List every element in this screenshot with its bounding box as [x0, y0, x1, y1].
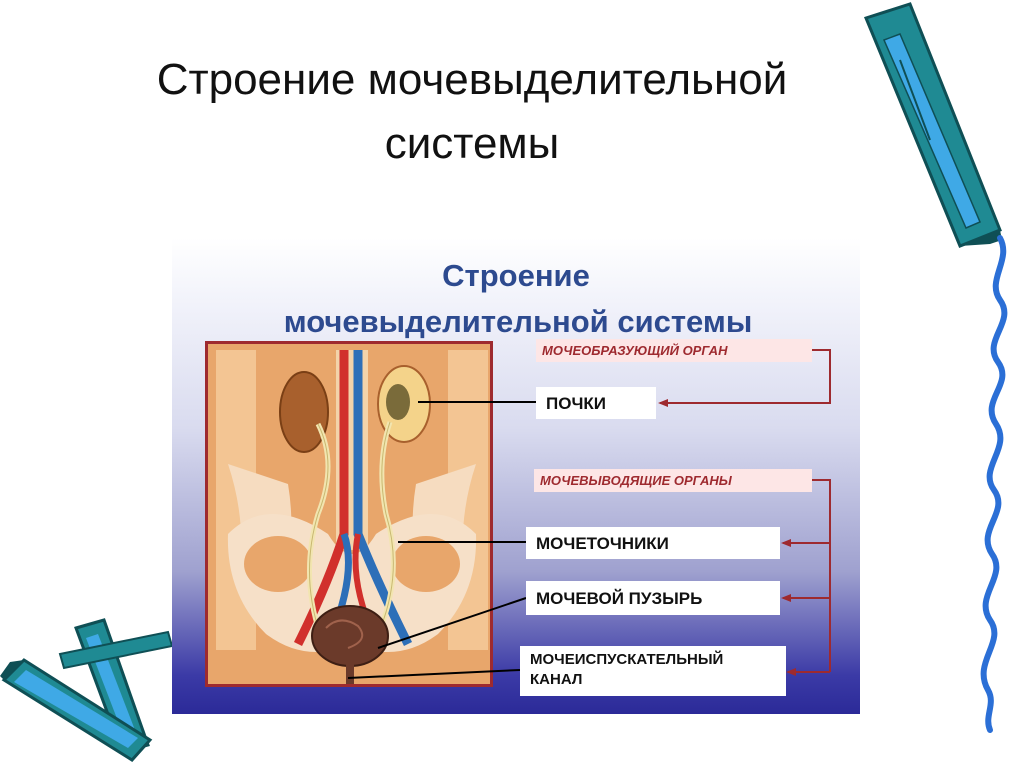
slide-title-line1: Строение мочевыделительной — [156, 55, 788, 104]
forming-bracket — [658, 349, 831, 407]
squiggle-decoration — [980, 235, 1008, 733]
label-ureters: МОЧЕТОЧНИКИ — [526, 527, 780, 559]
excreting-bracket — [781, 479, 831, 676]
excreting-organs-category: МОЧЕВЫВОДЯЩИЕ ОРГАНЫ — [534, 469, 812, 492]
anatomy-illustration — [205, 341, 493, 687]
bladder-pointer — [377, 597, 527, 649]
urethra-pointer — [347, 669, 521, 679]
label-kidneys: ПОЧКИ — [536, 387, 656, 419]
label-urethra-line1: МОЧЕИСПУСКАТЕЛЬНЫЙ — [530, 651, 724, 668]
pen-icon — [863, 2, 1002, 248]
slide-title-line2: системы — [384, 119, 560, 168]
forming-organ-category: МОЧЕОБРАЗУЮЩИЙ ОРГАН — [536, 339, 812, 362]
label-bladder: МОЧЕВОЙ ПУЗЫРЬ — [526, 581, 780, 615]
label-urethra: МОЧЕИСПУСКАТЕЛЬНЫЙ КАНАЛ — [520, 646, 786, 696]
crossed-pens-icon — [0, 618, 174, 762]
label-urethra-line2: КАНАЛ — [530, 671, 583, 688]
panel-title-line1: Строение — [442, 258, 590, 293]
panel-title-line2: мочевыделительной системы — [283, 304, 753, 339]
slide-title: Строение мочевыделительной системы — [92, 48, 852, 176]
